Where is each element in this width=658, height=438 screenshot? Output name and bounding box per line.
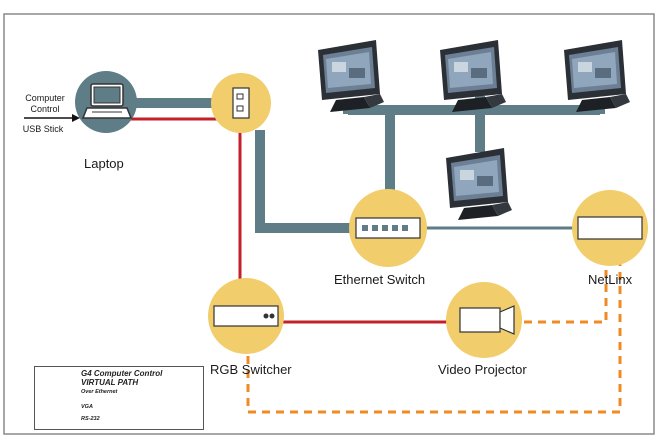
computer-control-label: Computer Control <box>25 93 65 114</box>
ethernet-switch-node <box>349 189 427 267</box>
rgb-switcher-node <box>208 278 284 354</box>
legend-rs232: RS-232 <box>81 416 100 422</box>
rgb-switcher-label: RGB Switcher <box>210 362 292 377</box>
ethernet-switch-icon <box>355 217 421 239</box>
video-projector-label: Video Projector <box>438 362 527 377</box>
rgb-switcher-icon <box>213 305 279 327</box>
legend-vga: VGA <box>81 404 93 410</box>
rs232-connections <box>246 258 622 414</box>
rack-unit-icon <box>232 87 250 119</box>
laptop-node <box>75 71 137 133</box>
netlinx-icon <box>577 216 643 240</box>
netlinx-node <box>572 190 648 266</box>
legend: G4 Computer Control VIRTUAL PATH Over Et… <box>34 366 204 430</box>
laptop-icon <box>81 83 133 119</box>
ethernet-switch-label: Ethernet Switch <box>334 272 426 287</box>
arrow-right-icon <box>24 114 80 122</box>
rack-unit-node <box>211 73 271 133</box>
netlinx-label: NetLinx <box>588 272 633 287</box>
video-projector-node <box>446 282 522 358</box>
projector-icon <box>459 305 515 335</box>
legend-over-ethernet: Over Ethernet <box>81 389 118 395</box>
laptop-label: Laptop <box>84 156 124 171</box>
usb-stick-label: USB Stick <box>22 124 64 134</box>
legend-virtual-path: G4 Computer Control VIRTUAL PATH <box>81 369 163 387</box>
